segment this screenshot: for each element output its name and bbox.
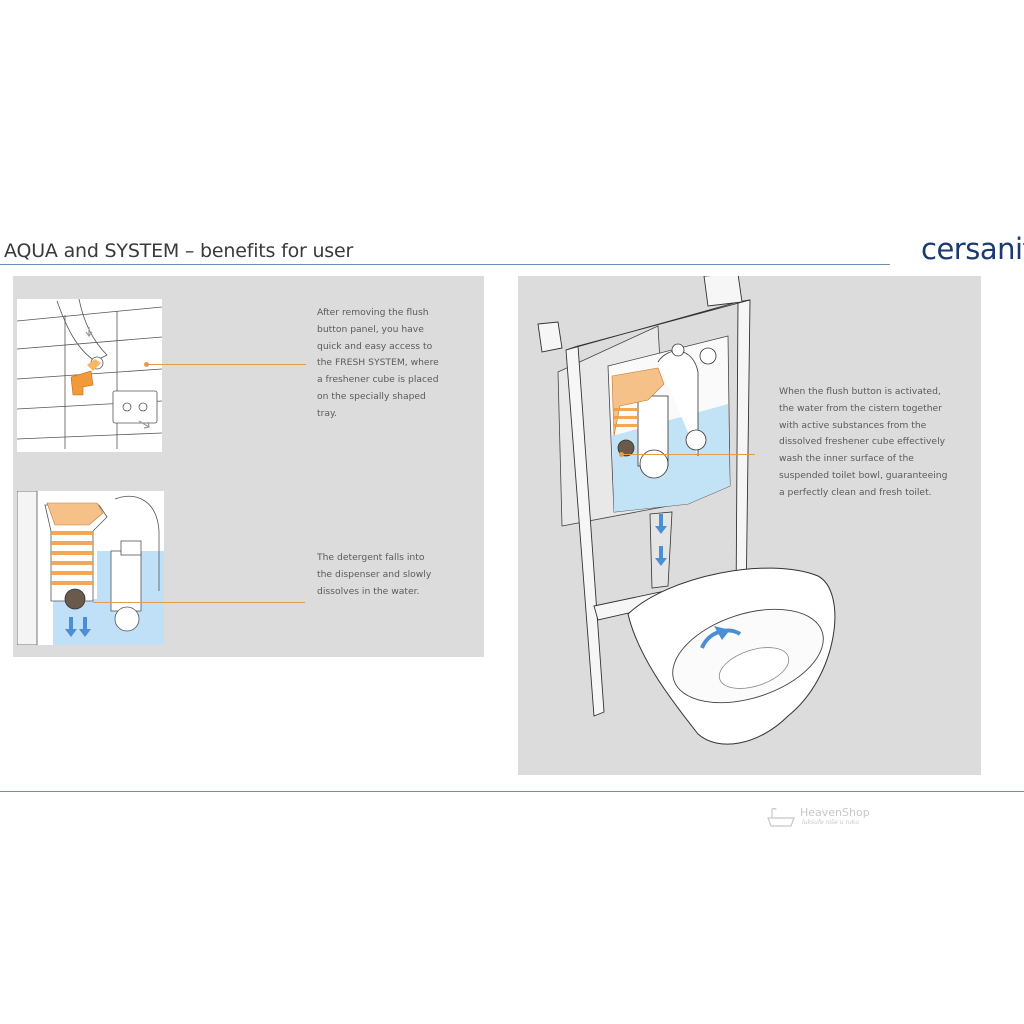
- heavenshop-watermark: HeavenShop luksufe niše u ruku: [766, 806, 870, 834]
- bottom-divider: [0, 791, 1024, 792]
- watermark-name: HeavenShop: [800, 806, 870, 819]
- callout-leader-line: [148, 364, 306, 365]
- flush-panel-removal-illustration: [17, 299, 162, 452]
- slide-title: AQUA and SYSTEM – benefits for user: [4, 240, 354, 262]
- right-info-panel: When the flush button is activated, the …: [518, 276, 981, 775]
- callout-leader-line: [623, 454, 755, 455]
- callout-anchor-dot: [144, 362, 149, 367]
- callout-remove-panel: After removing the flush button panel, y…: [317, 307, 439, 419]
- callout-leader-line: [93, 602, 305, 603]
- left-info-panel: After removing the flush button panel, y…: [13, 276, 484, 657]
- installation-frame-illustration: [537, 276, 836, 745]
- callout-anchor-dot: [619, 452, 624, 457]
- callout-detergent: The detergent falls into the dispenser a…: [317, 552, 432, 597]
- detergent-dispenser-illustration: [17, 491, 164, 645]
- callout-flush-activated: When the flush button is activated, the …: [779, 386, 948, 498]
- bathtub-icon: [767, 807, 795, 827]
- cersanit-logo: cersanit: [921, 232, 1024, 266]
- title-divider: [0, 264, 890, 265]
- watermark-tagline: luksufe niše u ruku: [802, 819, 860, 826]
